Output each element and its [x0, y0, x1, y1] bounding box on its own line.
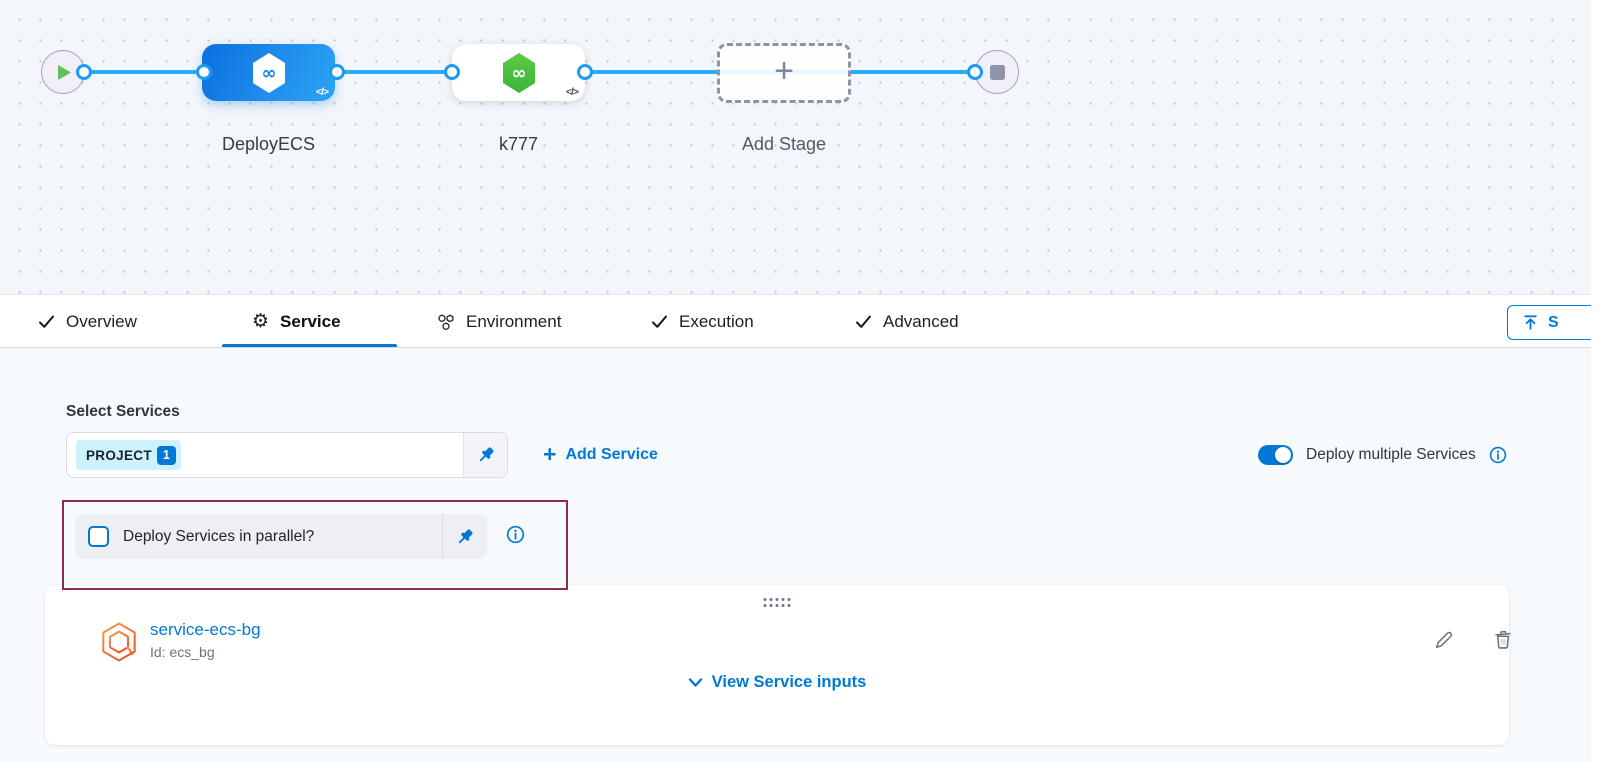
- deploy-parallel-checkbox[interactable]: [88, 526, 109, 547]
- service-multiselect-input[interactable]: PROJECT 1: [66, 432, 508, 478]
- project-chip-label: PROJECT: [86, 447, 152, 463]
- plus-icon: +: [774, 52, 794, 90]
- project-scope-chip[interactable]: PROJECT 1: [76, 440, 181, 470]
- service-id: Id: ecs_bg: [150, 644, 215, 660]
- save-button[interactable]: S: [1507, 305, 1591, 340]
- check-icon: [856, 315, 871, 328]
- deploy-parallel-field: Deploy Services in parallel?: [75, 514, 487, 559]
- service-card: service-ecs-bg Id: ecs_bg View Service i…: [45, 585, 1511, 745]
- gear-icon: ⚙: [252, 310, 270, 332]
- add-stage-button[interactable]: +: [717, 43, 851, 103]
- add-service-button[interactable]: + Add Service: [543, 432, 658, 478]
- view-service-inputs-button[interactable]: View Service inputs: [45, 673, 1509, 692]
- stage-label-deployecs: DeployECS: [221, 134, 316, 154]
- edit-icon[interactable]: [1433, 629, 1455, 651]
- deploy-multiple-toggle[interactable]: [1258, 445, 1293, 465]
- pin-input-type-button[interactable]: [463, 433, 507, 477]
- deploy-multiple-services-row: Deploy multiple Services: [1258, 441, 1507, 469]
- drag-handle[interactable]: [763, 598, 791, 607]
- code-icon: </>: [315, 86, 329, 98]
- stage-node-deployecs[interactable]: ∞ </>: [202, 44, 335, 101]
- connector-port: [967, 64, 983, 80]
- pin-icon: [458, 529, 473, 543]
- tab-overview[interactable]: Overview: [38, 295, 137, 347]
- connector-port: [196, 64, 212, 80]
- view-inputs-label: View Service inputs: [711, 673, 867, 691]
- tab-environment[interactable]: Environment: [437, 295, 562, 347]
- tab-execution[interactable]: Execution: [651, 295, 754, 347]
- stage-tab-bar: Overview ⚙ Service Environment Execution…: [0, 294, 1591, 348]
- connector-port: [444, 64, 460, 80]
- pipeline-canvas[interactable]: ∞ </> ∞ </> +: [0, 0, 1591, 294]
- pipeline-end-node: [975, 50, 1019, 94]
- connector-port: [76, 64, 92, 80]
- save-button-label: S: [1548, 313, 1559, 331]
- connector-port: [329, 64, 345, 80]
- tab-label: Advanced: [883, 311, 959, 331]
- pipeline-start-node: [41, 50, 85, 94]
- stage-label-add-stage: Add Stage: [741, 134, 827, 154]
- service-cube-icon: [102, 622, 136, 662]
- pin-icon: [479, 447, 493, 462]
- tab-advanced[interactable]: Advanced: [855, 295, 959, 347]
- deploy-stage-hexagon-icon: ∞: [502, 52, 535, 93]
- play-icon: [58, 64, 71, 80]
- select-services-label: Select Services: [66, 403, 180, 420]
- check-icon: [39, 315, 54, 328]
- tab-label: Environment: [466, 311, 562, 331]
- stage-node-k777[interactable]: ∞ </>: [452, 44, 585, 101]
- connector-port: [577, 64, 593, 80]
- plus-icon: +: [543, 440, 557, 467]
- delete-icon[interactable]: [1492, 629, 1514, 651]
- deploy-multiple-label: Deploy multiple Services: [1306, 446, 1476, 463]
- tab-label: Execution: [679, 311, 754, 331]
- info-icon[interactable]: [506, 525, 525, 544]
- service-name-link[interactable]: service-ecs-bg: [150, 620, 261, 639]
- project-chip-count-badge: 1: [156, 445, 176, 465]
- environment-cluster-icon: [438, 313, 454, 330]
- tab-service[interactable]: ⚙ Service: [252, 295, 341, 347]
- tab-label: Overview: [66, 311, 137, 331]
- code-icon: </>: [565, 86, 579, 98]
- pin-input-type-button[interactable]: [442, 514, 487, 559]
- tab-label: Service: [280, 311, 341, 331]
- chevron-down-icon: [688, 677, 702, 687]
- selected-services-area[interactable]: PROJECT 1: [67, 433, 463, 477]
- service-tab-panel: Select Services PROJECT 1 +: [0, 348, 1591, 762]
- active-tab-indicator: [222, 344, 397, 347]
- deploy-parallel-label: Deploy Services in parallel?: [123, 527, 315, 545]
- add-service-label: Add Service: [565, 446, 658, 463]
- toggle-knob: [1275, 447, 1291, 463]
- svg-text:∞: ∞: [511, 63, 526, 84]
- info-icon[interactable]: [1489, 446, 1507, 464]
- upload-icon: [1524, 315, 1537, 330]
- stop-icon: [989, 64, 1005, 80]
- svg-text:∞: ∞: [261, 63, 276, 84]
- deploy-stage-hexagon-icon: ∞: [252, 52, 285, 93]
- stage-label-k777: k777: [498, 134, 539, 154]
- check-icon: [652, 315, 667, 328]
